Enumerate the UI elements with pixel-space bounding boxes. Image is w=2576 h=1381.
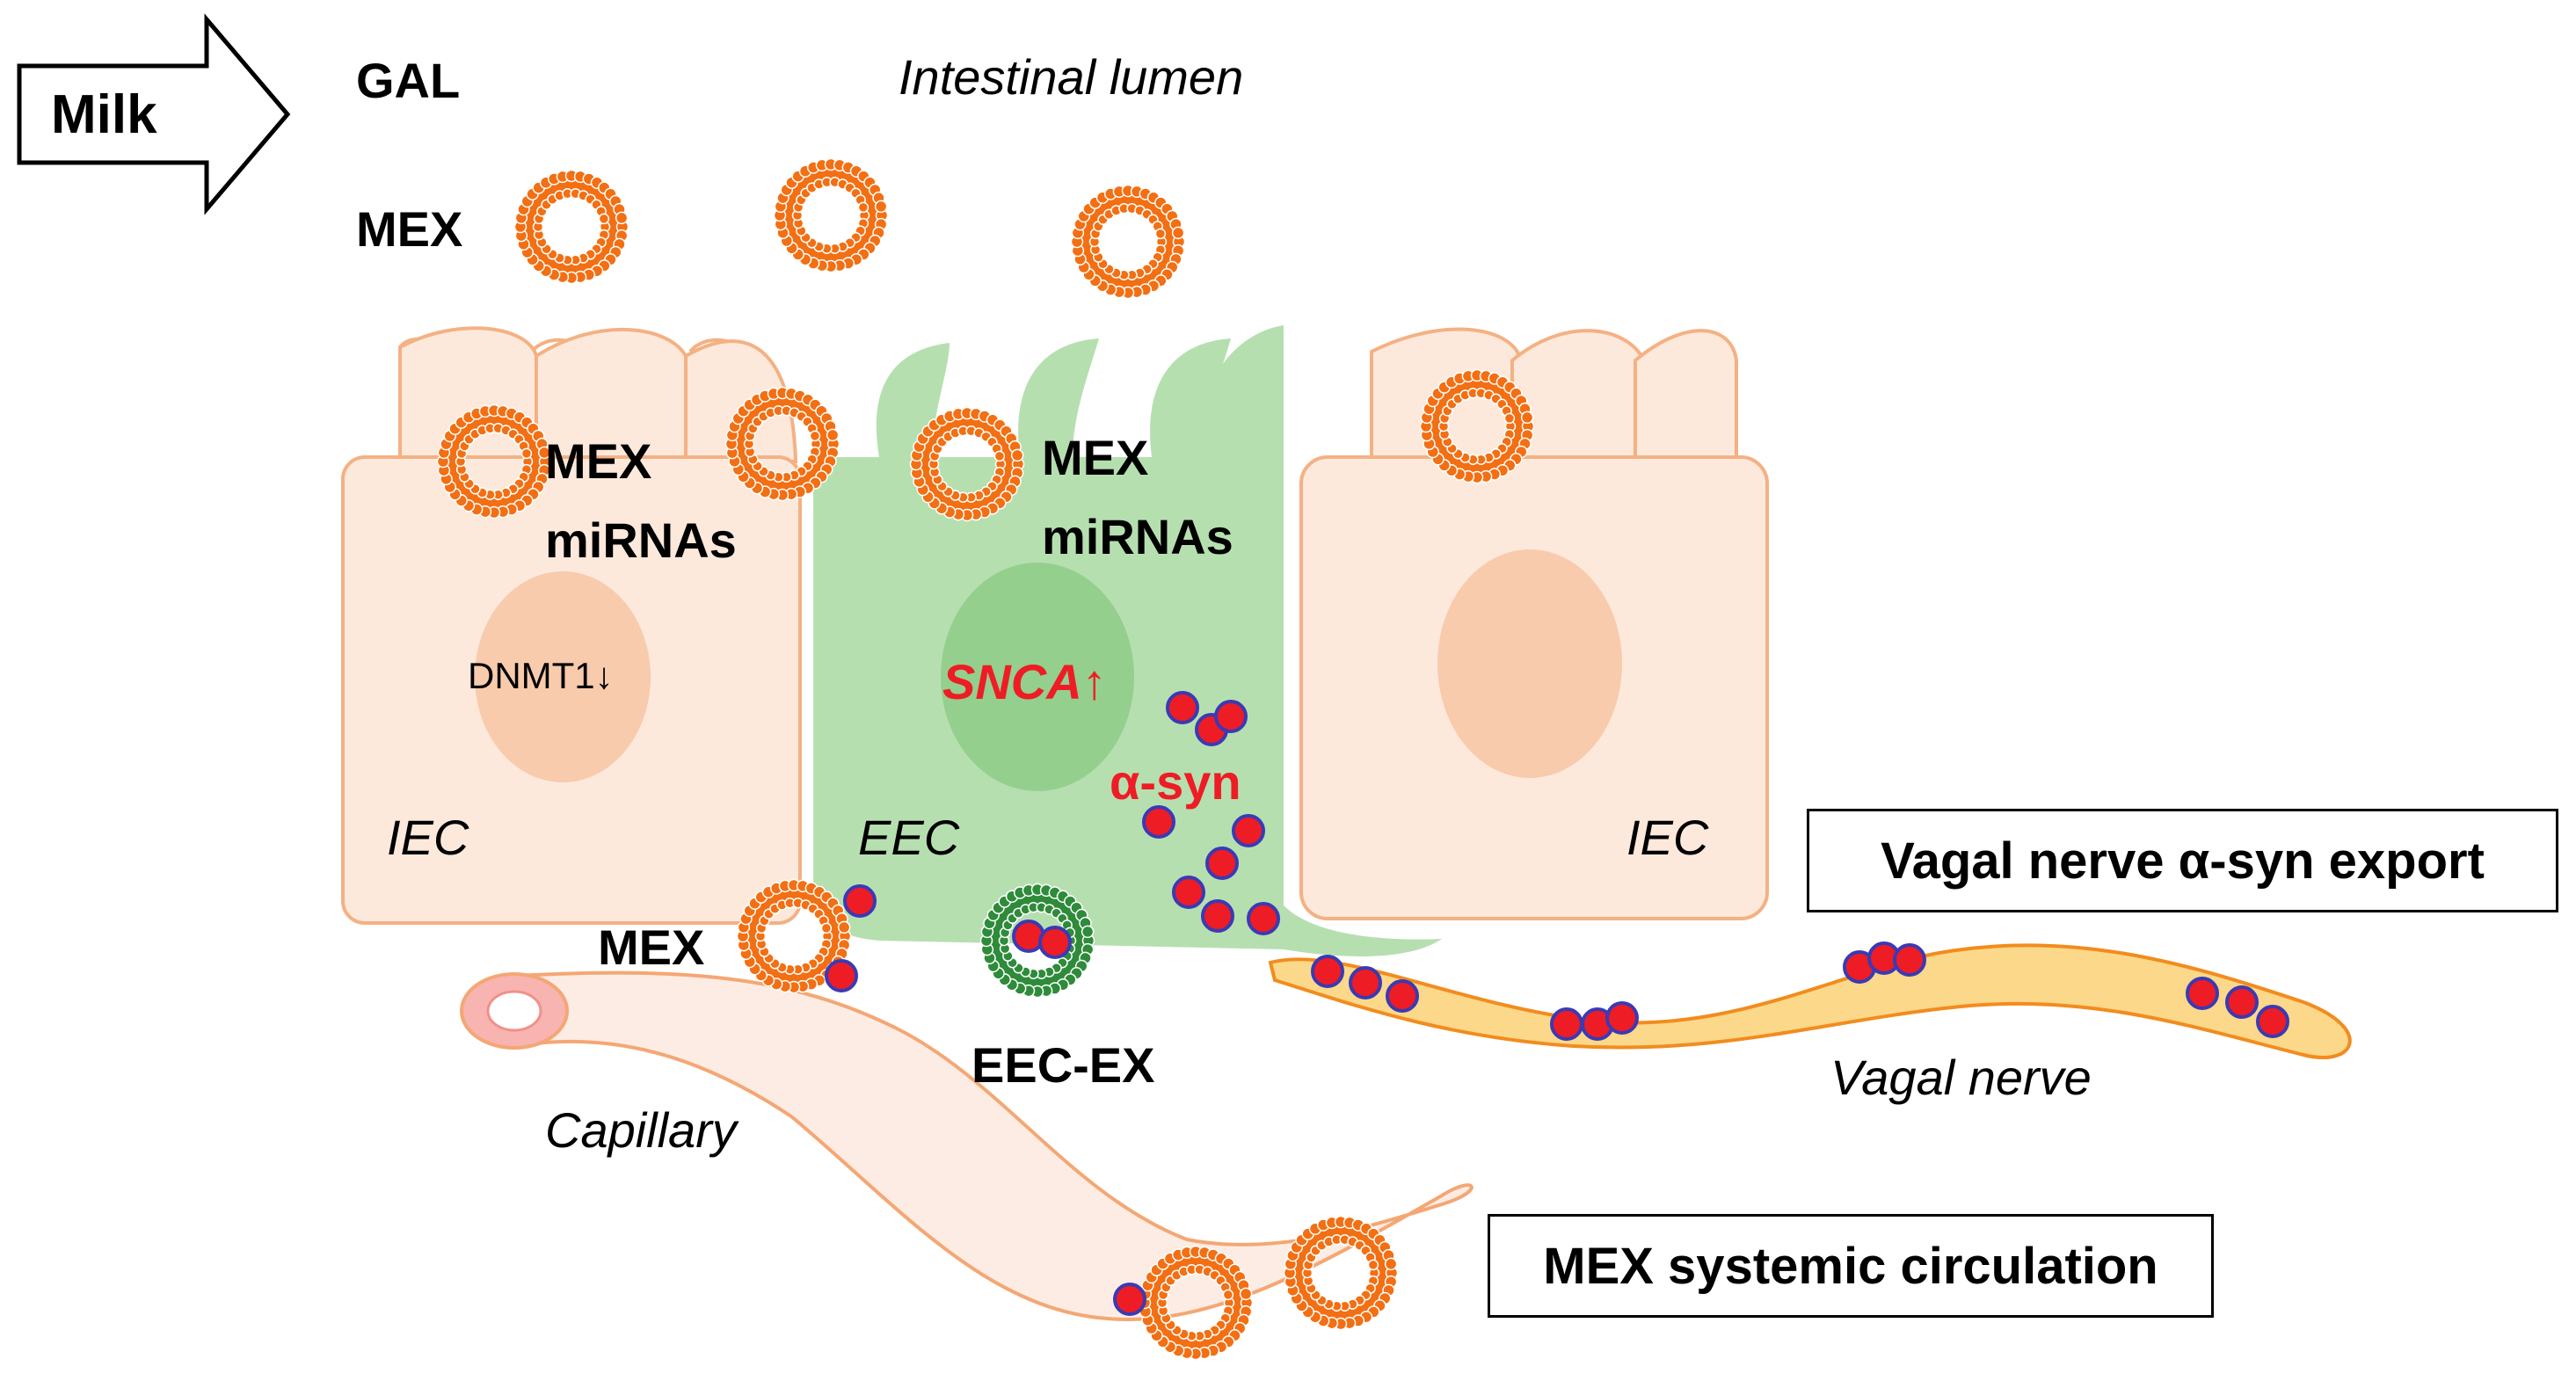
iec-mex-label: MEX (545, 433, 652, 489)
mex-vesicle (513, 169, 629, 285)
alpha-syn-molecule (1038, 926, 1072, 959)
alpha-syn-molecule (1311, 955, 1344, 988)
eec-mex-label: MEX (1042, 430, 1149, 485)
alpha-syn-molecule (1201, 899, 1234, 933)
vagal-nerve-label: Vagal nerve (1830, 1050, 2092, 1105)
alpha-syn-molecule (1893, 943, 1926, 977)
alpha-syn-molecule (2225, 985, 2259, 1019)
mex-vesicle (1070, 184, 1186, 300)
eec-label: EEC (858, 810, 960, 865)
alpha-syn-molecule (825, 959, 858, 992)
eec-ex-vesicle (979, 883, 1095, 999)
mex-top-label: MEX (356, 201, 463, 257)
iec-right-cell (1299, 327, 1769, 920)
mex-vesicle (909, 406, 1025, 522)
iec-right-nucleus (1437, 549, 1622, 778)
alpha-syn-molecule (1166, 691, 1199, 724)
mex-vesicle (436, 403, 552, 520)
dnmt1-label: DNMT1↓ (468, 655, 614, 696)
alpha-syn-molecule (1214, 700, 1248, 733)
mex-vesicle (1283, 1215, 1399, 1331)
eec-ex-vesicle-ring (979, 883, 1095, 999)
vagal-export-text: Vagal nerve α-syn export (1881, 832, 2485, 890)
mex-vesicles (436, 157, 1535, 1361)
iec-right-label: IEC (1626, 810, 1709, 865)
alpha-syn-molecule (1550, 1007, 1583, 1041)
eec-nucleus (941, 563, 1134, 791)
intestinal-lumen-label: Intestinal lumen (899, 49, 1244, 105)
alpha-syn-molecule (1113, 1283, 1146, 1316)
eec-mirnas-label: miRNAs (1042, 509, 1233, 564)
alpha-syn-molecule (1172, 876, 1205, 909)
iec-mirnas-label: miRNAs (545, 512, 737, 568)
capillary-label: Capillary (545, 1102, 737, 1158)
alpha-syn-molecule (1386, 979, 1419, 1013)
alpha-syn-label: α-syn (1110, 754, 1241, 810)
mex-vesicle (773, 157, 889, 273)
gal-label: GAL (356, 53, 461, 108)
alpha-syn-molecule (1349, 966, 1382, 999)
mex-vesicle (1419, 368, 1535, 484)
mex-bottom-label: MEX (598, 919, 705, 975)
mex-systemic-text: MEX systemic circulation (1543, 1237, 2158, 1295)
iec-left-nucleus (475, 571, 651, 782)
alpha-syn-molecule (2186, 977, 2219, 1010)
mex-vesicle (724, 386, 840, 502)
alpha-syn-molecule (2256, 1005, 2289, 1038)
alpha-syn-molecule (843, 884, 877, 918)
alpha-syn-molecule (1205, 847, 1239, 880)
mex-systemic-box: MEX systemic circulation (1488, 1214, 2214, 1318)
eec-ex-label: EEC-EX (971, 1037, 1155, 1093)
mex-vesicle (736, 878, 852, 994)
vagal-export-box: Vagal nerve α-syn export (1807, 809, 2558, 912)
alpha-syn-molecule (1605, 1001, 1639, 1035)
snca-label: SNCA↑ (942, 654, 1107, 709)
alpha-syn-molecules (825, 691, 2289, 1316)
alpha-syn-molecule (1232, 814, 1265, 847)
alpha-syn-molecule (1142, 805, 1175, 839)
iec-left-label: IEC (387, 810, 469, 865)
iec-left-cell (341, 326, 802, 925)
alpha-syn-molecule (1247, 902, 1280, 935)
eec-cell (813, 325, 1442, 957)
milk-arrow (17, 13, 291, 215)
capillary (460, 970, 1474, 1321)
capillary-vessel (513, 970, 1474, 1321)
milk-label: Milk (51, 84, 157, 145)
